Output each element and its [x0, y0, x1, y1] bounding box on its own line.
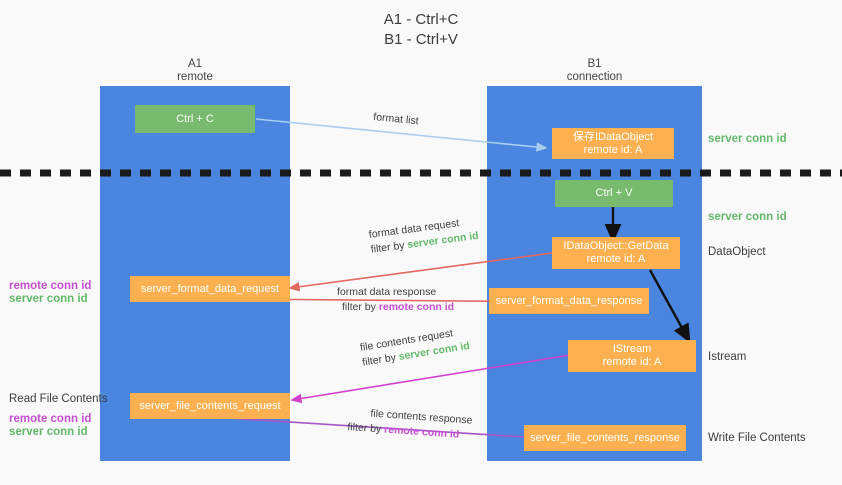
label-server-conn-id-mid: server conn id [708, 211, 787, 223]
label-server-conn-id-upper: server conn id [9, 293, 88, 305]
diagram-title: A1 - Ctrl+C B1 - Ctrl+V [383, 11, 459, 48]
node-server-format-data-response[interactable]: server_format_data_response [489, 288, 649, 314]
label-server-conn-id-lower: server conn id [9, 426, 88, 438]
node-server-file-contents-request[interactable]: server_file_contents_request [130, 393, 290, 419]
node-save-idataobject[interactable]: 保存IDataObject remote id: A [552, 128, 674, 159]
node-ctrl-c[interactable]: Ctrl + C [135, 105, 255, 133]
label-dataobject: DataObject [708, 246, 766, 258]
label-remote-conn-id-upper: remote conn id [9, 280, 92, 292]
edge-label-format-list-line1: format list [372, 110, 420, 128]
column-heading-b1: B1 connection [566, 58, 623, 83]
edge-label-format-data-response-line1: format data response [337, 286, 437, 298]
node-istream[interactable]: IStream remote id: A [568, 340, 696, 372]
label-server-conn-id-top: server conn id [708, 133, 787, 145]
label-read-file-contents: Read File Contents [9, 393, 108, 405]
edge-label-file-contents-response: file contents response filter by remote … [347, 405, 473, 444]
filter-by-text: filter by [370, 239, 409, 256]
filter-value-remote-conn-id: remote conn id [378, 301, 455, 313]
label-write-file-contents: Write File Contents [708, 432, 806, 444]
column-heading-a1: A1 remote [177, 58, 213, 83]
edge-label-file-contents-request: file contents request filter by server c… [359, 324, 471, 371]
edge-label-format-data-response-line2: filter by remote conn id [337, 300, 454, 315]
node-getdata[interactable]: IDataObject::GetData remote id: A [552, 237, 680, 269]
node-server-format-data-request[interactable]: server_format_data_request [130, 276, 290, 302]
edge-label-format-data-request: format data request filter by server con… [368, 214, 480, 258]
edge-label-format-data-response: format data response filter by remote co… [337, 285, 454, 315]
filter-by-text: filter by [347, 420, 385, 436]
filter-by-text: filter by [342, 301, 379, 313]
label-istream: Istream [708, 351, 747, 363]
edge-label-format-list: format list [373, 110, 420, 129]
filter-value-remote-conn-id: remote conn id [383, 423, 460, 441]
node-server-file-contents-response[interactable]: server_file_contents_response [524, 425, 686, 451]
node-ctrl-v[interactable]: Ctrl + V [555, 180, 673, 207]
label-remote-conn-id-lower: remote conn id [9, 413, 92, 425]
